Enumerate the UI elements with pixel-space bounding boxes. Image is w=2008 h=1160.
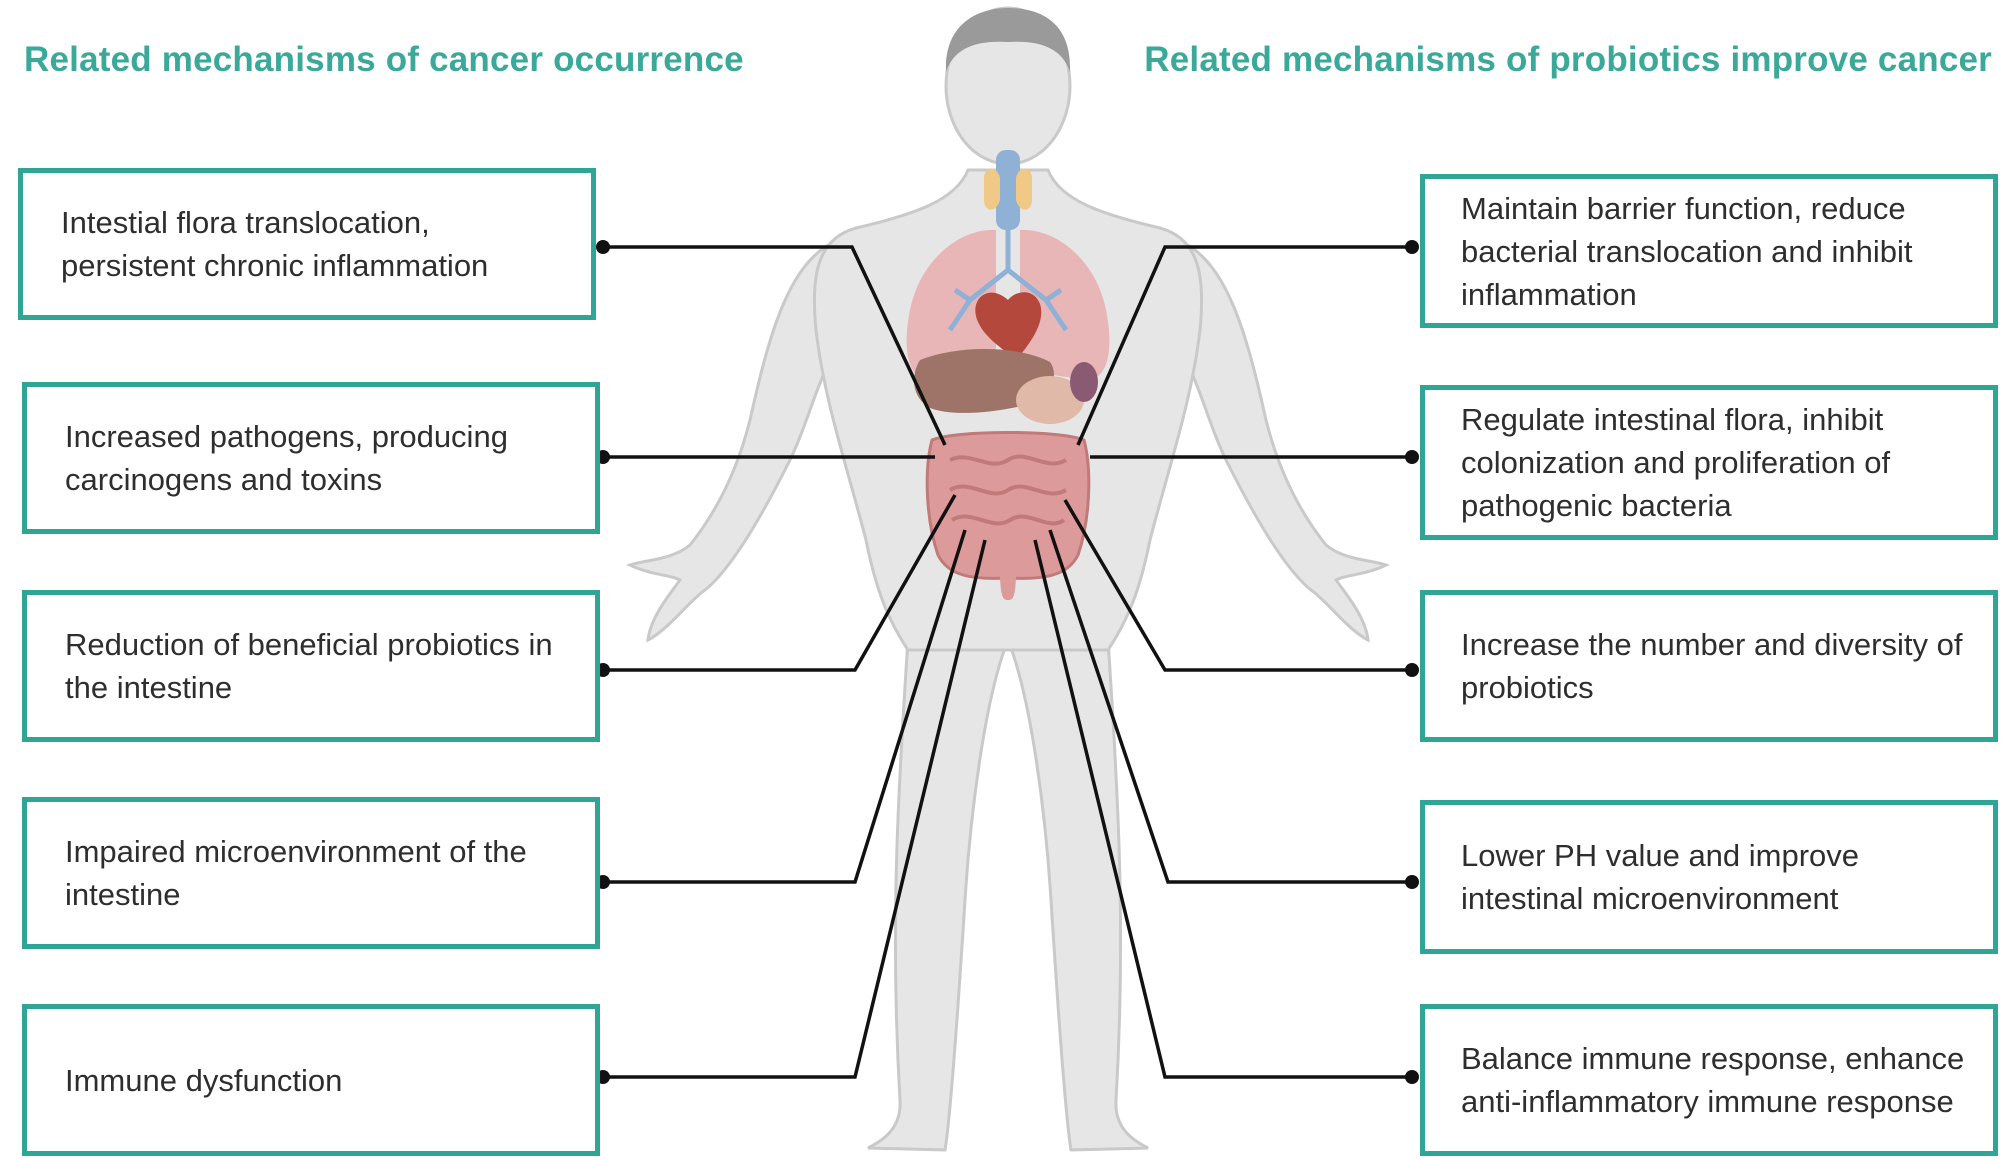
- connector-left-3: [603, 494, 957, 672]
- connector-right-1: [1076, 245, 1412, 446]
- rectum: [1000, 570, 1016, 600]
- connector-dot-right-3: [1405, 663, 1419, 677]
- connector-dot-right-1: [1405, 240, 1419, 254]
- left-heading: Related mechanisms of cancer occurrence: [24, 40, 744, 79]
- organs: [906, 150, 1110, 600]
- connector-dot-right-5: [1405, 1070, 1419, 1084]
- thyroid: [984, 169, 1032, 210]
- cause-box-pathogens: Increased pathogens, producing carcinoge…: [22, 382, 600, 534]
- spleen: [1070, 362, 1098, 402]
- connector-left-1: [603, 245, 947, 446]
- right-lung: [1020, 229, 1110, 380]
- stomach: [1016, 376, 1084, 424]
- heart: [975, 292, 1042, 360]
- connector-right-4: [1048, 529, 1412, 884]
- connector-dot-right-2: [1405, 450, 1419, 464]
- connector-right-5: [1033, 539, 1412, 1079]
- benefit-box-immune-balance: Balance immune response, enhance anti-in…: [1420, 1004, 1998, 1156]
- benefit-box-barrier-function: Maintain barrier function, reduce bacter…: [1420, 174, 1998, 328]
- cause-box-microenvironment: Impaired microenvironment of the intesti…: [22, 797, 600, 949]
- cause-box-immune-dysfunction: Immune dysfunction: [22, 1004, 600, 1156]
- benefit-box-regulate-flora: Regulate intestinal flora, inhibit colon…: [1420, 385, 1998, 540]
- cause-box-flora-translocation: Intestial flora translocation, persisten…: [18, 168, 596, 320]
- connector-left-4: [603, 529, 967, 884]
- connector-right-3: [1063, 499, 1412, 672]
- cause-box-probiotic-reduction: Reduction of beneficial probiotics in th…: [22, 590, 600, 742]
- connector-left-5: [603, 539, 987, 1079]
- benefit-box-probiotic-diversity: Increase the number and diversity of pro…: [1420, 590, 1998, 742]
- left-lung: [906, 229, 996, 380]
- trachea: [996, 150, 1020, 230]
- hair: [945, 8, 1071, 72]
- connector-dot-right-4: [1405, 875, 1419, 889]
- bronchi: [947, 230, 1069, 332]
- body-silhouette: [626, 6, 1390, 1152]
- small-intestine: [948, 454, 1068, 526]
- right-heading: Related mechanisms of probiotics improve…: [1144, 40, 1992, 79]
- connector-dot-left-1: [596, 240, 610, 254]
- benefit-box-lower-ph: Lower PH value and improve intestinal mi…: [1420, 800, 1998, 954]
